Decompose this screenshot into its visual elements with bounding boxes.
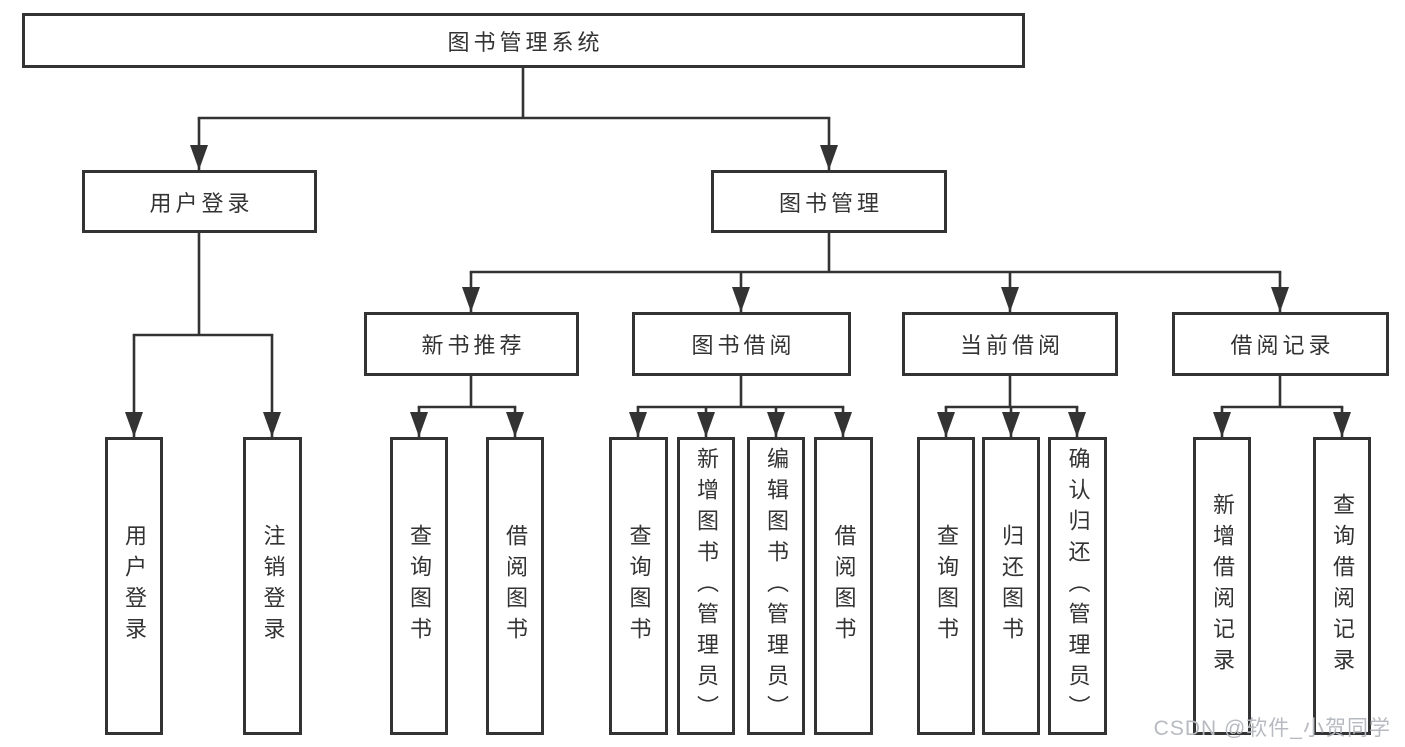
node-borrow-books-recommend: 借阅图书 — [486, 437, 544, 735]
node-login: 用户登录 — [105, 437, 163, 735]
node-current-borrow: 当前借阅 — [902, 312, 1118, 376]
node-borrow-records: 借阅记录 — [1172, 312, 1389, 376]
node-add-borrow-record: 新增借阅记录 — [1193, 437, 1251, 735]
node-query-borrow-record: 查询借阅记录 — [1313, 437, 1371, 735]
connector-arrows — [125, 118, 1351, 437]
node-user-login: 用户登录 — [82, 170, 317, 233]
node-add-book-admin: 新增图书（管理员） — [677, 437, 735, 735]
node-logout: 注销登录 — [243, 437, 302, 735]
node-book-borrow: 图书借阅 — [632, 312, 851, 376]
node-book-management: 图书管理 — [711, 170, 947, 233]
node-edit-book-admin: 编辑图书（管理员） — [747, 437, 805, 735]
node-confirm-return-admin: 确认归还（管理员） — [1048, 437, 1107, 735]
connector-trunks — [132, 66, 1344, 409]
node-root: 图书管理系统 — [22, 13, 1025, 68]
node-borrow-books: 借阅图书 — [814, 437, 873, 735]
csdn-watermark: CSDN @软件_小贺同学 — [1153, 717, 1391, 740]
node-query-books-borrow: 查询图书 — [609, 437, 668, 735]
node-new-book-recommend: 新书推荐 — [364, 312, 579, 376]
node-query-books-recommend: 查询图书 — [390, 437, 448, 735]
node-query-books-current: 查询图书 — [917, 437, 975, 735]
node-return-book: 归还图书 — [982, 437, 1040, 735]
